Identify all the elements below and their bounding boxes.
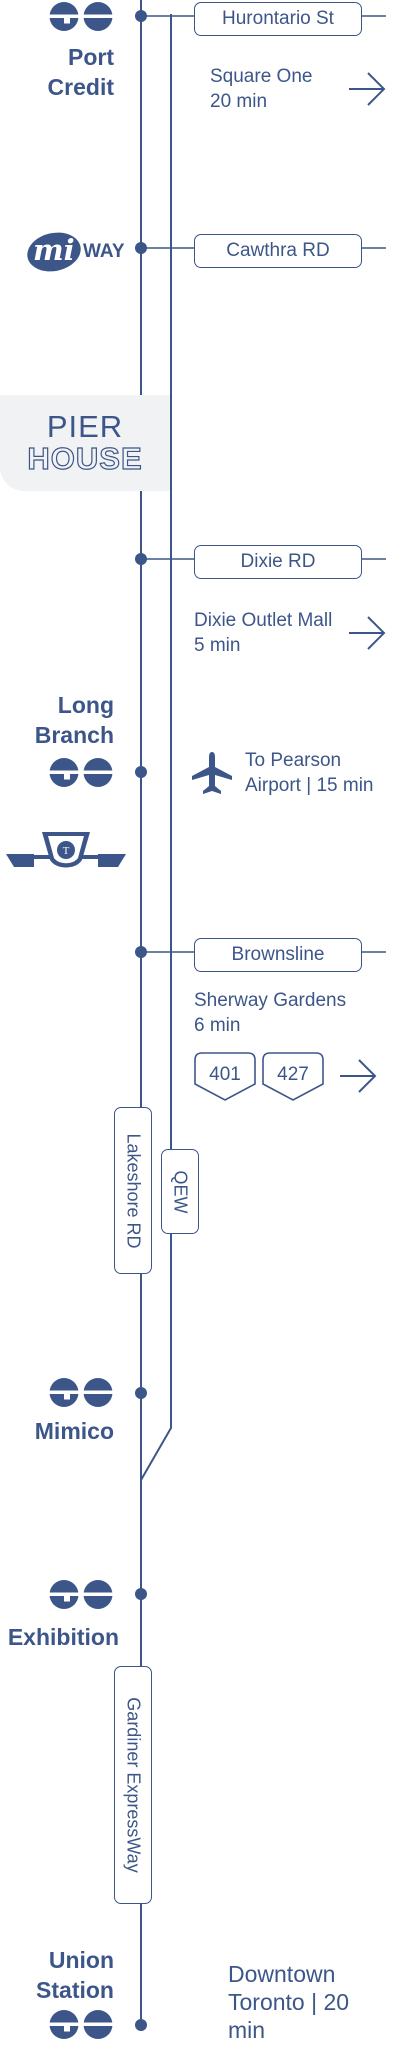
pier-house-logo-line2: HOUSE — [27, 440, 143, 476]
destination-name: Sherway Gardens — [194, 990, 347, 1011]
highway-427-shield: 427 — [262, 1052, 324, 1101]
go-transit-logo — [48, 1378, 114, 1407]
station-name: Branch — [34, 722, 114, 748]
destination-time: 6 min — [194, 1015, 241, 1036]
station-long-branch: Long Branch — [35, 690, 114, 750]
pier-house-logo-line1: PIER — [46, 409, 124, 444]
stop-dot — [135, 766, 147, 778]
arrow-right-icon[interactable] — [338, 1058, 378, 1094]
destination-name: Square One — [210, 66, 313, 87]
svg-text:T: T — [63, 845, 70, 857]
arrow-right-icon[interactable] — [347, 615, 387, 651]
station-name: Union — [48, 1947, 114, 1973]
arrow-right-icon[interactable] — [347, 71, 387, 107]
destination-dixie-outlet: Dixie Outlet Mall 5 min — [194, 608, 332, 658]
miway-logo: mi WAY — [23, 227, 127, 277]
station-exhibition: Exhibition — [7, 1624, 119, 1650]
stop-dot — [135, 10, 147, 22]
stop-dot — [135, 553, 147, 565]
station-union: Union Station — [36, 1945, 114, 2005]
stop-dot — [135, 2019, 147, 2031]
street-brownsline: Brownsline — [194, 938, 362, 972]
destination-line: Downtown — [228, 1961, 336, 1987]
road-qew-label: QEW — [161, 1149, 199, 1234]
destination-line: To Pearson — [245, 750, 342, 771]
go-transit-logo — [48, 2, 114, 31]
go-transit-logo — [48, 1580, 114, 1609]
destination-sherway: Sherway Gardens 6 min — [194, 988, 346, 1038]
destination-line: Airport | 15 min — [245, 775, 374, 796]
airplane-icon — [192, 752, 232, 794]
highway-401-shield: 401 — [194, 1052, 256, 1101]
stop-dot — [135, 946, 147, 958]
ttc-logo: T — [6, 832, 126, 868]
svg-text:401: 401 — [209, 1064, 241, 1085]
station-mimico: Mimico — [34, 1418, 114, 1444]
street-hurontario: Hurontario St — [194, 2, 362, 36]
destination-line: Toronto | 20 — [228, 1989, 350, 2015]
station-name: Long — [57, 692, 114, 718]
station-name: Credit — [47, 74, 114, 100]
go-transit-logo — [48, 758, 114, 787]
stop-dot — [135, 242, 147, 254]
go-transit-logo — [48, 2010, 114, 2039]
qew-line — [140, 14, 172, 1481]
station-name: Port — [68, 44, 114, 70]
street-cawthra: Cawthra RD — [194, 234, 362, 268]
destination-pearson: To Pearson Airport | 15 min — [245, 748, 373, 798]
road-gardiner-label: Gardiner ExpressWay — [114, 1666, 152, 1904]
destination-line: min — [228, 2017, 266, 2043]
destination-time: 20 min — [210, 91, 268, 112]
svg-text:427: 427 — [277, 1064, 309, 1085]
street-dixie: Dixie RD — [194, 545, 362, 579]
stop-dot — [135, 1387, 147, 1399]
station-name: Station — [36, 1977, 114, 2003]
road-lakeshore-label: Lakeshore RD — [114, 1107, 152, 1274]
destination-downtown: Downtown Toronto | 20 min — [228, 1960, 349, 2044]
station-port-credit: Port Credit — [48, 42, 114, 102]
destination-square-one: Square One 20 min — [210, 64, 312, 114]
stop-dot — [135, 1588, 147, 1600]
destination-time: 5 min — [194, 635, 241, 656]
destination-name: Dixie Outlet Mall — [194, 610, 333, 631]
pier-house-panel: PIER HOUSE — [0, 395, 170, 491]
